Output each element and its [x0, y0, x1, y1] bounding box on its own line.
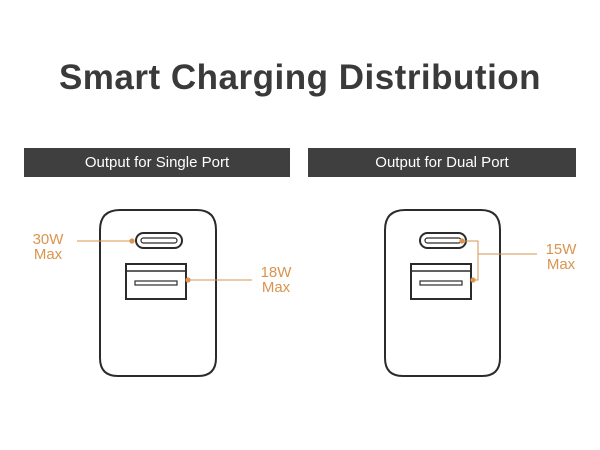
charger-body-dual	[384, 209, 501, 377]
usb-a-unit-single: Max	[261, 279, 291, 296]
leader-dot-usb-c-single	[129, 238, 135, 244]
usb-c-port-inner-single	[140, 237, 178, 244]
dual-port-charger	[384, 209, 537, 377]
combined-power-dual: 15W	[545, 241, 577, 258]
usb-c-port-single	[135, 232, 183, 249]
combined-unit-dual: Max	[546, 256, 576, 273]
usb-a-power-single: 18W	[260, 264, 292, 281]
usb-c-unit-single: Max	[33, 246, 63, 263]
leader-dot-usb-a-single	[185, 277, 191, 283]
combined-output-label-dual: 15W Max	[540, 242, 582, 272]
usb-a-port-dual	[410, 263, 472, 300]
usb-c-port-dual	[419, 232, 467, 249]
charger-body-single	[99, 209, 217, 377]
usb-a-port-single	[125, 263, 187, 300]
leader-dot-usb-a-dual	[470, 277, 476, 283]
usb-c-output-label-single: 30W Max	[22, 232, 74, 262]
dual-port-header: Output for Dual Port	[308, 148, 576, 177]
usb-c-power-single: 30W	[32, 231, 64, 248]
usb-c-port-inner-dual	[424, 237, 462, 244]
page-title: Smart Charging Distribution	[58, 58, 542, 97]
leader-dot-usb-c-dual	[459, 238, 465, 244]
usb-a-output-label-single: 18W Max	[255, 265, 297, 295]
single-port-charger	[77, 209, 252, 377]
single-port-header: Output for Single Port	[24, 148, 290, 177]
